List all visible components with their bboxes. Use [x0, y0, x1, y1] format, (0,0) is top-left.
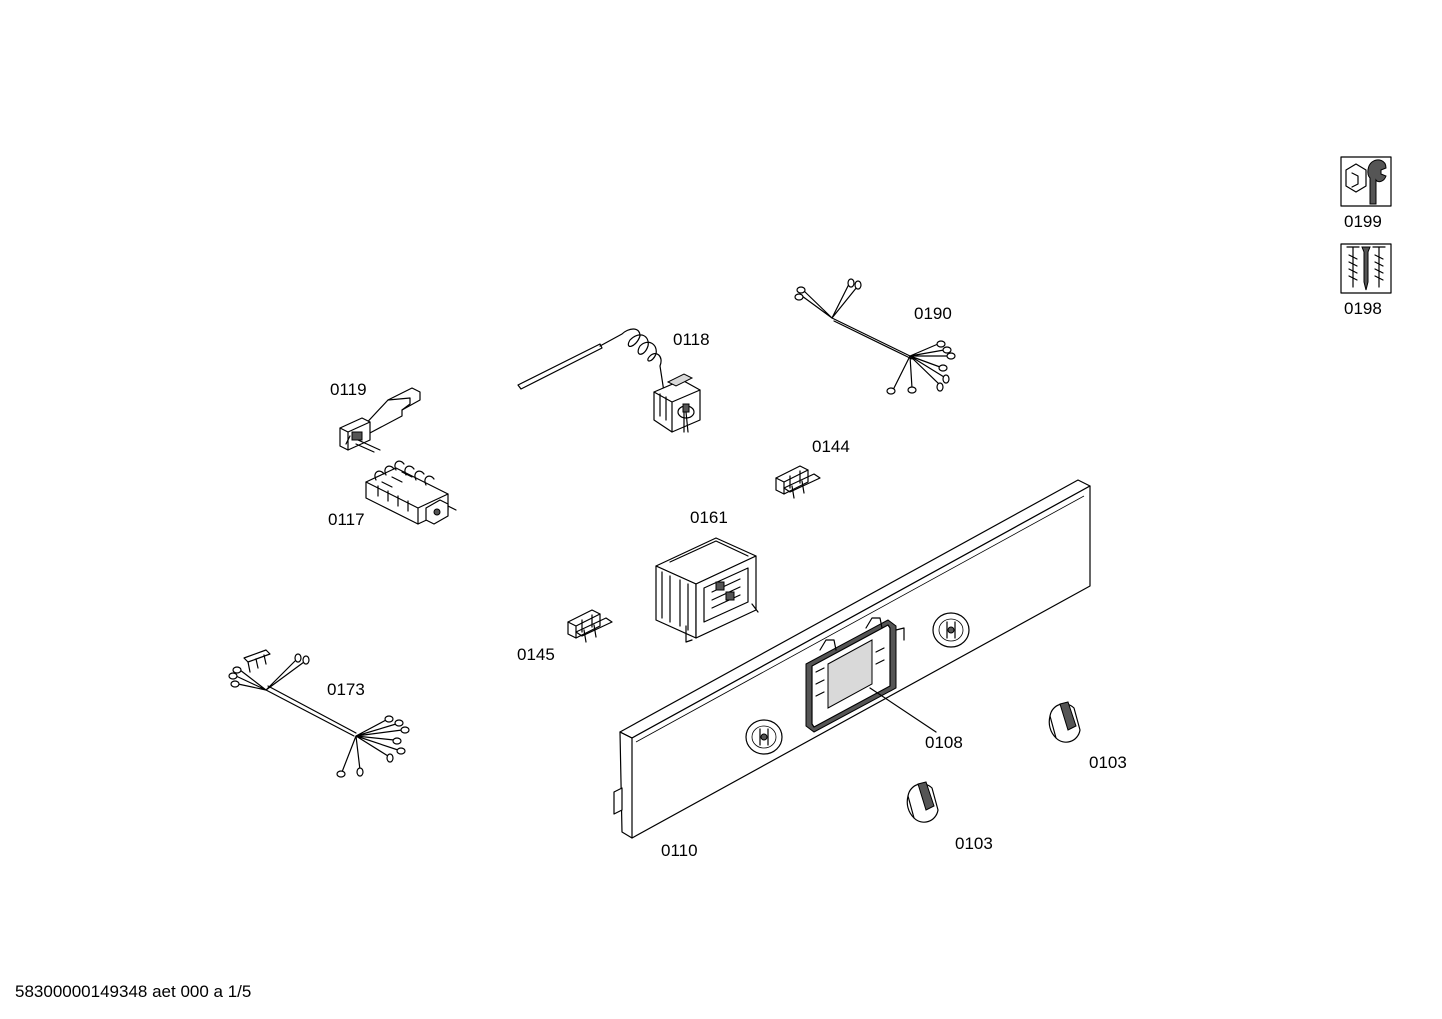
- mounting-clip-lower: [567, 609, 613, 643]
- part-label-0198: 0198: [1344, 299, 1382, 318]
- control-knob-left[interactable]: [906, 781, 939, 823]
- part-label-0199: 0199: [1344, 212, 1382, 231]
- document-id: 58300000149348 aet 000 a 1/5: [15, 982, 252, 1001]
- part-label-0119: 0119: [330, 380, 367, 399]
- part-label-0117: 0117: [328, 510, 365, 529]
- part-label-0103-left: 0103: [955, 834, 993, 853]
- part-label-0145: 0145: [517, 645, 555, 664]
- wrench-nut-icon[interactable]: [1340, 156, 1392, 207]
- part-label-0110: 0110: [661, 841, 698, 860]
- part-label-0118: 0118: [673, 330, 710, 349]
- control-knob-right[interactable]: [1048, 701, 1081, 743]
- part-label-0173: 0173: [327, 680, 365, 699]
- switch-bracket: [339, 387, 421, 453]
- wire-harness-upper: [794, 278, 956, 395]
- part-label-0108: 0108: [925, 733, 963, 752]
- thermostat-with-capillary: [517, 328, 701, 433]
- terminal-block: [365, 460, 457, 525]
- part-label-0103-right: 0103: [1089, 753, 1127, 772]
- wire-harness-lower: [228, 649, 410, 778]
- display-module: [805, 617, 937, 733]
- part-label-0144: 0144: [812, 437, 850, 456]
- mounting-clip-upper: [775, 465, 821, 499]
- part-label-0190: 0190: [914, 304, 952, 323]
- part-label-0161: 0161: [690, 508, 728, 527]
- electronic-control-module: [655, 537, 759, 643]
- screws-icon[interactable]: [1340, 243, 1392, 294]
